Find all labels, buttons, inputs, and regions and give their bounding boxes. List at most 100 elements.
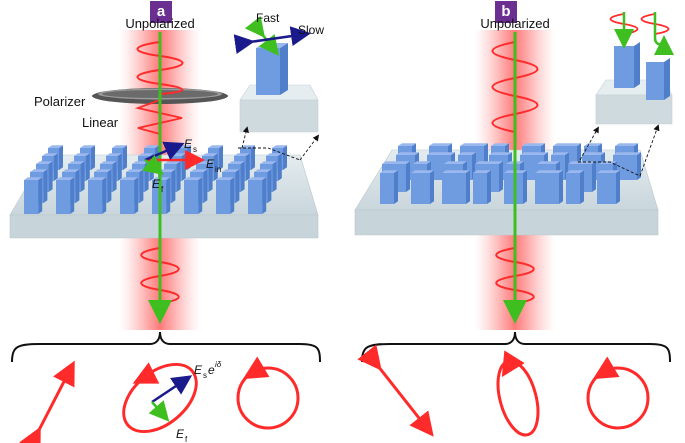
slow-axis-arrow [233,26,311,55]
slow-label: Slow [298,23,324,37]
inset-pointer-b [578,124,660,177]
pillar-face [48,161,53,192]
linear-label: Linear [82,115,119,130]
pillar-face [413,161,431,164]
pillar-face [597,173,616,204]
pillar-face [208,161,213,192]
pillar-face [42,153,58,156]
inset-green-hook [653,12,674,56]
pillar-face [24,180,39,214]
brace-a [11,331,321,363]
es-phase-exp-sup: iδ [215,360,222,369]
pillar-face [88,180,103,214]
pillar-face [535,173,559,204]
pillar-face [248,177,267,180]
pillar-face [53,153,58,181]
pillar-face [171,169,176,203]
pillar-face [266,153,282,156]
polarizer-label: Polarizer [34,94,86,109]
pillar-face [235,169,240,203]
pillar-face [559,170,563,204]
elliptical-state-b [496,350,540,437]
pillar-face [580,170,584,204]
pillar-face [91,145,95,170]
unpolarized-label-b: Unpolarized [480,16,549,31]
pillar-face [272,161,277,192]
pillar-face [80,161,85,192]
linear-state-arrow-b [357,344,434,437]
pillar-face [380,170,398,173]
pillar-array-a [24,145,287,214]
e-f-bottom-arrow [148,400,170,422]
es-phase-exp-base: e [208,363,215,377]
pillar-face [499,161,503,192]
pillar-face [176,161,181,192]
pillar-face [460,143,488,146]
pillar-face [222,169,240,172]
pillar-face [120,180,135,214]
pillar-face [75,169,80,203]
helix-b-top [491,41,539,133]
pillar-face [184,177,203,180]
pillar-face [262,177,267,214]
panel-b-tag: b [495,1,517,23]
pillar-face [489,152,512,155]
pillar-face [216,177,235,180]
pillar-face [36,161,53,164]
pillar-face [88,177,107,180]
ef-bottom-label: E f [176,427,188,443]
pillar-face [144,161,149,192]
pillar-face [535,170,563,173]
pillar-face [520,152,548,155]
fast-label: Fast [256,11,280,25]
pillar-face [553,143,581,146]
e-in-label-base: E [206,157,215,171]
pillar-face [56,180,71,214]
pillar-face [62,169,80,172]
pillar-face [283,145,287,170]
pillar-face [38,177,43,214]
panel-a-tag: a [150,1,172,23]
unpolarized-label-a: Unpolarized [125,16,194,31]
pillar-face [245,153,250,181]
pillar-face [491,143,509,146]
pillar-face [411,173,430,204]
e-s-label-base: E [184,137,193,151]
pillar-face [260,161,277,164]
pillar-face [100,161,117,164]
e-f-label: E f [152,177,164,194]
pillar-face [248,180,263,214]
pillar-face [24,177,43,180]
e-s-label-sub: s [193,145,197,154]
pillar-face [411,170,434,173]
pillar-face [219,145,223,170]
pillar-face [466,170,470,204]
pillar-face [166,177,171,214]
pillar-face [442,173,466,204]
panel-a: Unpolarized Polarizer Linear E s E in E … [9,11,324,443]
inset-pillars-b [595,42,673,125]
pillar-face [59,145,63,170]
pillar-face [230,177,235,214]
pillar-face [277,153,282,181]
pillar-face [613,152,641,155]
pillar-face [94,169,112,172]
e-in-label: E in [206,157,221,174]
brace-b [361,331,671,363]
e-f-label-sub: f [161,185,164,194]
pillar-face [566,173,580,204]
pillar-face [203,169,208,203]
e-s-phase-arrow [151,375,193,404]
pillar-face [184,180,199,214]
e-f-arrow [142,154,164,176]
pillar-face [473,173,487,204]
pillar-face [592,161,596,192]
pillar-face [155,145,159,170]
pillar-face [134,177,139,214]
pillar-face [202,153,218,156]
ef-bottom-sub: f [185,435,188,443]
es-phase-label: E s e iδ [194,360,222,380]
pillar-face [112,145,127,148]
panel-b: Unpolarized [354,12,674,437]
